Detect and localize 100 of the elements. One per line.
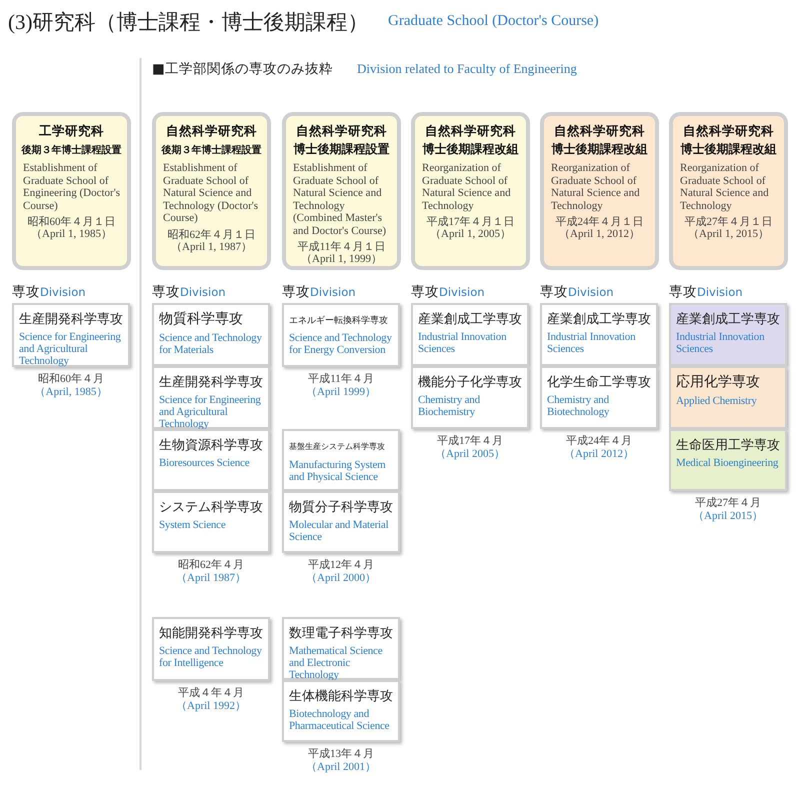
division-cell bbox=[12, 303, 130, 367]
division-cell bbox=[282, 680, 400, 742]
division-cell bbox=[282, 429, 400, 491]
date: 平成24年４月 bbox=[565, 435, 633, 448]
heading: 自然科学研究科 bbox=[425, 123, 516, 138]
division-cell bbox=[411, 366, 529, 429]
division-cell bbox=[669, 366, 787, 429]
date: 平成27年４月 bbox=[694, 497, 762, 510]
title: (3)研究科（博士課程・博士後期課程） bbox=[8, 9, 368, 36]
division-cell bbox=[282, 491, 400, 553]
division-cell bbox=[669, 303, 787, 366]
date: （April 1, 1985） bbox=[30, 228, 113, 240]
date: （April 1987） bbox=[175, 572, 247, 585]
division-cell bbox=[152, 617, 270, 681]
date: 昭和62年４月１日 bbox=[166, 228, 256, 240]
division-name: 生物資源科学専攻 bbox=[159, 436, 263, 454]
division-name-english: Manufacturing System and Physical Science bbox=[289, 459, 387, 483]
heading: 博士後期課程改組 bbox=[552, 142, 648, 157]
division-name: 基盤生産システム科学専攻 bbox=[289, 441, 385, 453]
division-name-english: System Science bbox=[159, 519, 227, 531]
date: 昭和60年４月 bbox=[37, 373, 105, 386]
date: （April 2000） bbox=[305, 572, 377, 585]
division-name: 生産開発科学専攻 bbox=[159, 373, 263, 391]
establishment-box bbox=[282, 112, 401, 270]
division-label: 専攻 bbox=[152, 283, 180, 301]
date: （April 2001） bbox=[305, 761, 377, 774]
division-cell bbox=[411, 303, 529, 366]
division-name-english: Mathematical Science and Electronic Technology bbox=[289, 645, 384, 681]
division-name: 生命医用工学専攻 bbox=[676, 436, 780, 454]
date: 平成17年４月１日 bbox=[426, 216, 516, 228]
establishment-box bbox=[540, 112, 659, 270]
division-name: 知能開発科学専攻 bbox=[159, 624, 263, 642]
date: （April 1, 1987） bbox=[170, 240, 253, 252]
section-heading: ■工学部関係の専攻のみ抜粋 bbox=[152, 60, 333, 78]
division-name: 産業創成工学専攻 bbox=[676, 310, 780, 328]
division-cell bbox=[282, 303, 400, 367]
date: （April 1999） bbox=[305, 386, 377, 399]
division-label: 専攻 bbox=[12, 283, 40, 301]
establishment-box bbox=[152, 112, 271, 270]
heading: 後期３年博士課程設置 bbox=[22, 144, 122, 158]
division-cell bbox=[282, 617, 400, 680]
description: Establishment of Graduate School of Natural Science and Technology (Combined Master's and Doctor's Course) bbox=[292, 162, 388, 237]
date: （April 1, 2015） bbox=[687, 228, 770, 240]
division-name-english: Biotechnology and Pharmaceutical Science bbox=[289, 708, 390, 732]
division-name-english: Industrial Innovation Sciences bbox=[547, 331, 636, 355]
date: （April 1, 1999） bbox=[300, 253, 383, 265]
division-cell bbox=[669, 429, 787, 491]
division-cell bbox=[540, 303, 658, 366]
division-name: 物質科学専攻 bbox=[159, 311, 243, 329]
division-name: 生体機能科学専攻 bbox=[289, 687, 393, 705]
division-name-english: Industrial Innovation Sciences bbox=[676, 331, 766, 355]
date: 平成27年４月１日 bbox=[684, 216, 774, 228]
heading: 博士後期課程改組 bbox=[422, 142, 518, 157]
date: （April 2005） bbox=[434, 448, 506, 461]
heading: 自然科学研究科 bbox=[683, 123, 774, 138]
date: （April 1992） bbox=[175, 700, 247, 713]
division-cell bbox=[152, 366, 270, 429]
establishment-box bbox=[12, 112, 131, 270]
division-name-english: Science and Technology for Materials bbox=[159, 332, 263, 356]
heading: 自然科学研究科 bbox=[554, 123, 645, 138]
date: （April 2015） bbox=[692, 510, 764, 523]
division-label: 専攻 bbox=[669, 283, 697, 301]
division-label: Division bbox=[180, 285, 226, 299]
division-name-english: Science for Engineering and Agricultural Technology bbox=[19, 331, 122, 367]
division-name-english: Science and Technology for Intelligence bbox=[159, 645, 263, 669]
heading: 後期３年博士課程設置 bbox=[162, 144, 262, 158]
date: 平成13年４月 bbox=[307, 748, 375, 761]
division-name: 数理電子科学専攻 bbox=[289, 624, 393, 642]
division-name-english: Applied Chemistry bbox=[676, 395, 758, 407]
date: 昭和62年４月 bbox=[177, 559, 245, 572]
division-label: 専攻 bbox=[411, 283, 439, 301]
division-label: Division bbox=[40, 285, 86, 299]
section-subtitle: Division related to Faculty of Engineering bbox=[357, 61, 577, 77]
establishment-box bbox=[669, 112, 788, 270]
heading: 自然科学研究科 bbox=[296, 123, 387, 138]
heading: 自然科学研究科 bbox=[166, 123, 257, 138]
heading: 博士後期課程設置 bbox=[294, 142, 390, 157]
description: Reorganization of Graduate School of Natural Science and Technology bbox=[550, 162, 641, 212]
date: （April 1, 2012） bbox=[558, 228, 641, 240]
division-label: Division bbox=[568, 285, 614, 299]
division-cell bbox=[152, 491, 270, 553]
division-name-english: Industrial Innovation Sciences bbox=[418, 331, 508, 355]
division-name-english: Chemistry and Biotechnology bbox=[547, 394, 610, 418]
date: （April 1, 2005） bbox=[429, 228, 512, 240]
division-name: 産業創成工学専攻 bbox=[418, 310, 522, 328]
division-name: 応用化学専攻 bbox=[676, 374, 760, 392]
description: Reorganization of Graduate School of Natural Science and Technology bbox=[679, 162, 770, 212]
date: 平成11年４月 bbox=[307, 373, 375, 386]
date: 平成４年４月 bbox=[177, 687, 245, 700]
division-label: Division bbox=[439, 285, 485, 299]
division-label: 専攻 bbox=[282, 283, 310, 301]
division-name: 産業創成工学専攻 bbox=[547, 310, 651, 328]
division-name-english: Chemistry and Biochemistry bbox=[418, 394, 481, 418]
description: Reorganization of Graduate School of Natural Science and Technology bbox=[421, 162, 512, 212]
division-name: システム科学専攻 bbox=[159, 498, 263, 516]
division-name-english: Molecular and Material Science bbox=[289, 519, 390, 543]
division-cell bbox=[152, 429, 270, 491]
division-name: 物質分子科学専攻 bbox=[289, 498, 393, 516]
establishment-box bbox=[411, 112, 530, 270]
heading: 博士後期課程改組 bbox=[680, 142, 776, 157]
